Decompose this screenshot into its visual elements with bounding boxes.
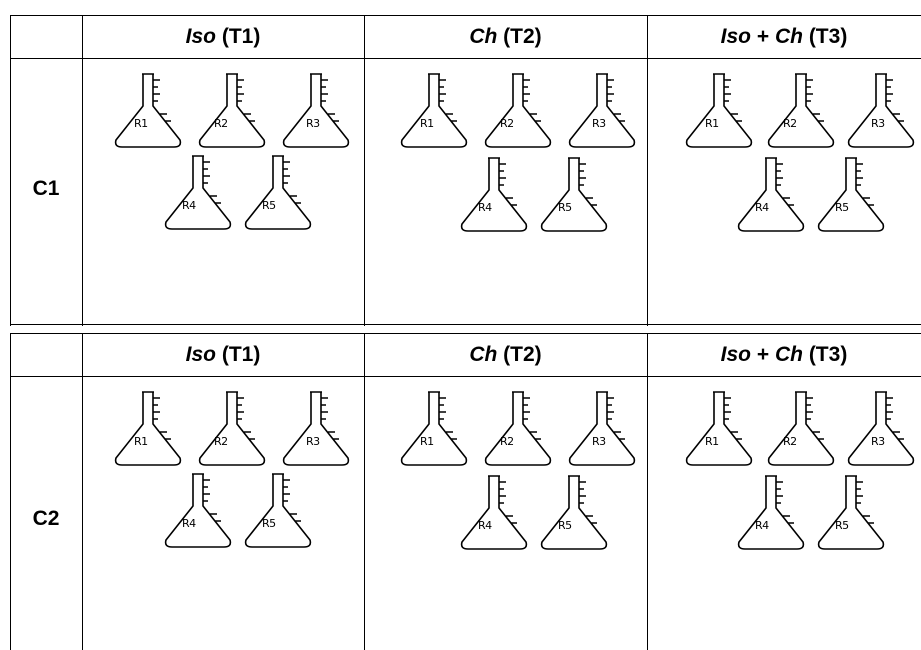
- replicate-label: R3: [871, 435, 885, 448]
- replicate-label: R5: [558, 519, 572, 532]
- replicate-label: R1: [705, 117, 719, 130]
- replicate-label: R3: [871, 117, 885, 130]
- flask-icon: R1: [108, 70, 188, 150]
- flask-icon: R5: [811, 154, 891, 234]
- header-divider: [10, 376, 921, 377]
- flask-icon: R1: [394, 388, 474, 468]
- replicate-label: R1: [134, 435, 148, 448]
- replicate-label: R5: [835, 201, 849, 214]
- replicate-label: R3: [592, 435, 606, 448]
- replicate-label: R1: [705, 435, 719, 448]
- replicate-label: R1: [420, 117, 434, 130]
- replicate-label: R2: [214, 435, 228, 448]
- flask-icon: R4: [454, 472, 534, 552]
- condition-label: C2: [32, 507, 60, 530]
- flask-icon: R2: [478, 388, 558, 468]
- flask-icon: R3: [841, 70, 921, 150]
- flask-icon: R4: [731, 154, 811, 234]
- flask-icon: R3: [276, 70, 356, 150]
- column-divider: [364, 15, 365, 326]
- flask-icon: R2: [761, 70, 841, 150]
- replicate-label: R1: [134, 117, 148, 130]
- flask-icon: R2: [192, 388, 272, 468]
- treatment-header-t1: Iso (T1): [185, 24, 261, 48]
- condition-panel-c1: Iso (T1) Ch (T2) Iso + Ch (T3) C1 R1 R2 R3…: [10, 15, 921, 326]
- flask-icon: R1: [394, 70, 474, 150]
- flask-icon: R4: [454, 154, 534, 234]
- table-border-left: [10, 15, 11, 326]
- column-divider: [647, 333, 648, 650]
- replicate-label: R2: [500, 435, 514, 448]
- table-border-bottom: [10, 324, 921, 325]
- flask-icon: R5: [811, 472, 891, 552]
- flask-icon: R4: [158, 470, 238, 550]
- column-divider: [82, 15, 83, 326]
- column-divider: [82, 333, 83, 650]
- flask-icon: R5: [534, 472, 614, 552]
- condition-panel-c2: Iso (T1) Ch (T2) Iso + Ch (T3) C2 R1 R2 R3…: [10, 333, 921, 650]
- treatment-header-t3: Iso + Ch (T3): [720, 24, 848, 48]
- replicate-label: R5: [262, 199, 276, 212]
- treatment-header-t3: Iso + Ch (T3): [720, 342, 848, 366]
- replicate-label: R3: [306, 435, 320, 448]
- flask-icon: R3: [841, 388, 921, 468]
- treatment-header-t2: Ch (T2): [469, 24, 542, 48]
- replicate-label: R4: [478, 201, 492, 214]
- flask-icon: R2: [478, 70, 558, 150]
- flask-icon: R5: [238, 152, 318, 232]
- table-border-top: [10, 333, 921, 334]
- flask-icon: R3: [562, 70, 642, 150]
- replicate-label: R3: [306, 117, 320, 130]
- column-divider: [647, 15, 648, 326]
- flask-icon: R4: [158, 152, 238, 232]
- replicate-label: R1: [420, 435, 434, 448]
- replicate-label: R4: [182, 517, 196, 530]
- condition-label: C1: [32, 177, 60, 200]
- flask-icon: R3: [276, 388, 356, 468]
- flask-icon: R1: [679, 70, 759, 150]
- replicate-label: R4: [478, 519, 492, 532]
- flask-icon: R4: [731, 472, 811, 552]
- replicate-label: R5: [558, 201, 572, 214]
- replicate-label: R2: [214, 117, 228, 130]
- replicate-label: R2: [783, 117, 797, 130]
- flask-icon: R1: [679, 388, 759, 468]
- flask-icon: R3: [562, 388, 642, 468]
- treatment-header-t1: Iso (T1): [185, 342, 261, 366]
- column-divider: [364, 333, 365, 650]
- replicate-label: R3: [592, 117, 606, 130]
- replicate-label: R2: [783, 435, 797, 448]
- replicate-label: R2: [500, 117, 514, 130]
- replicate-label: R4: [755, 519, 769, 532]
- header-divider: [10, 58, 921, 59]
- flask-icon: R5: [238, 470, 318, 550]
- flask-icon: R2: [761, 388, 841, 468]
- treatment-header-t2: Ch (T2): [469, 342, 542, 366]
- replicate-label: R5: [262, 517, 276, 530]
- table-border-left: [10, 333, 11, 650]
- replicate-label: R5: [835, 519, 849, 532]
- replicate-label: R4: [182, 199, 196, 212]
- replicate-label: R4: [755, 201, 769, 214]
- flask-icon: R2: [192, 70, 272, 150]
- flask-icon: R5: [534, 154, 614, 234]
- table-border-top: [10, 15, 921, 16]
- flask-icon: R1: [108, 388, 188, 468]
